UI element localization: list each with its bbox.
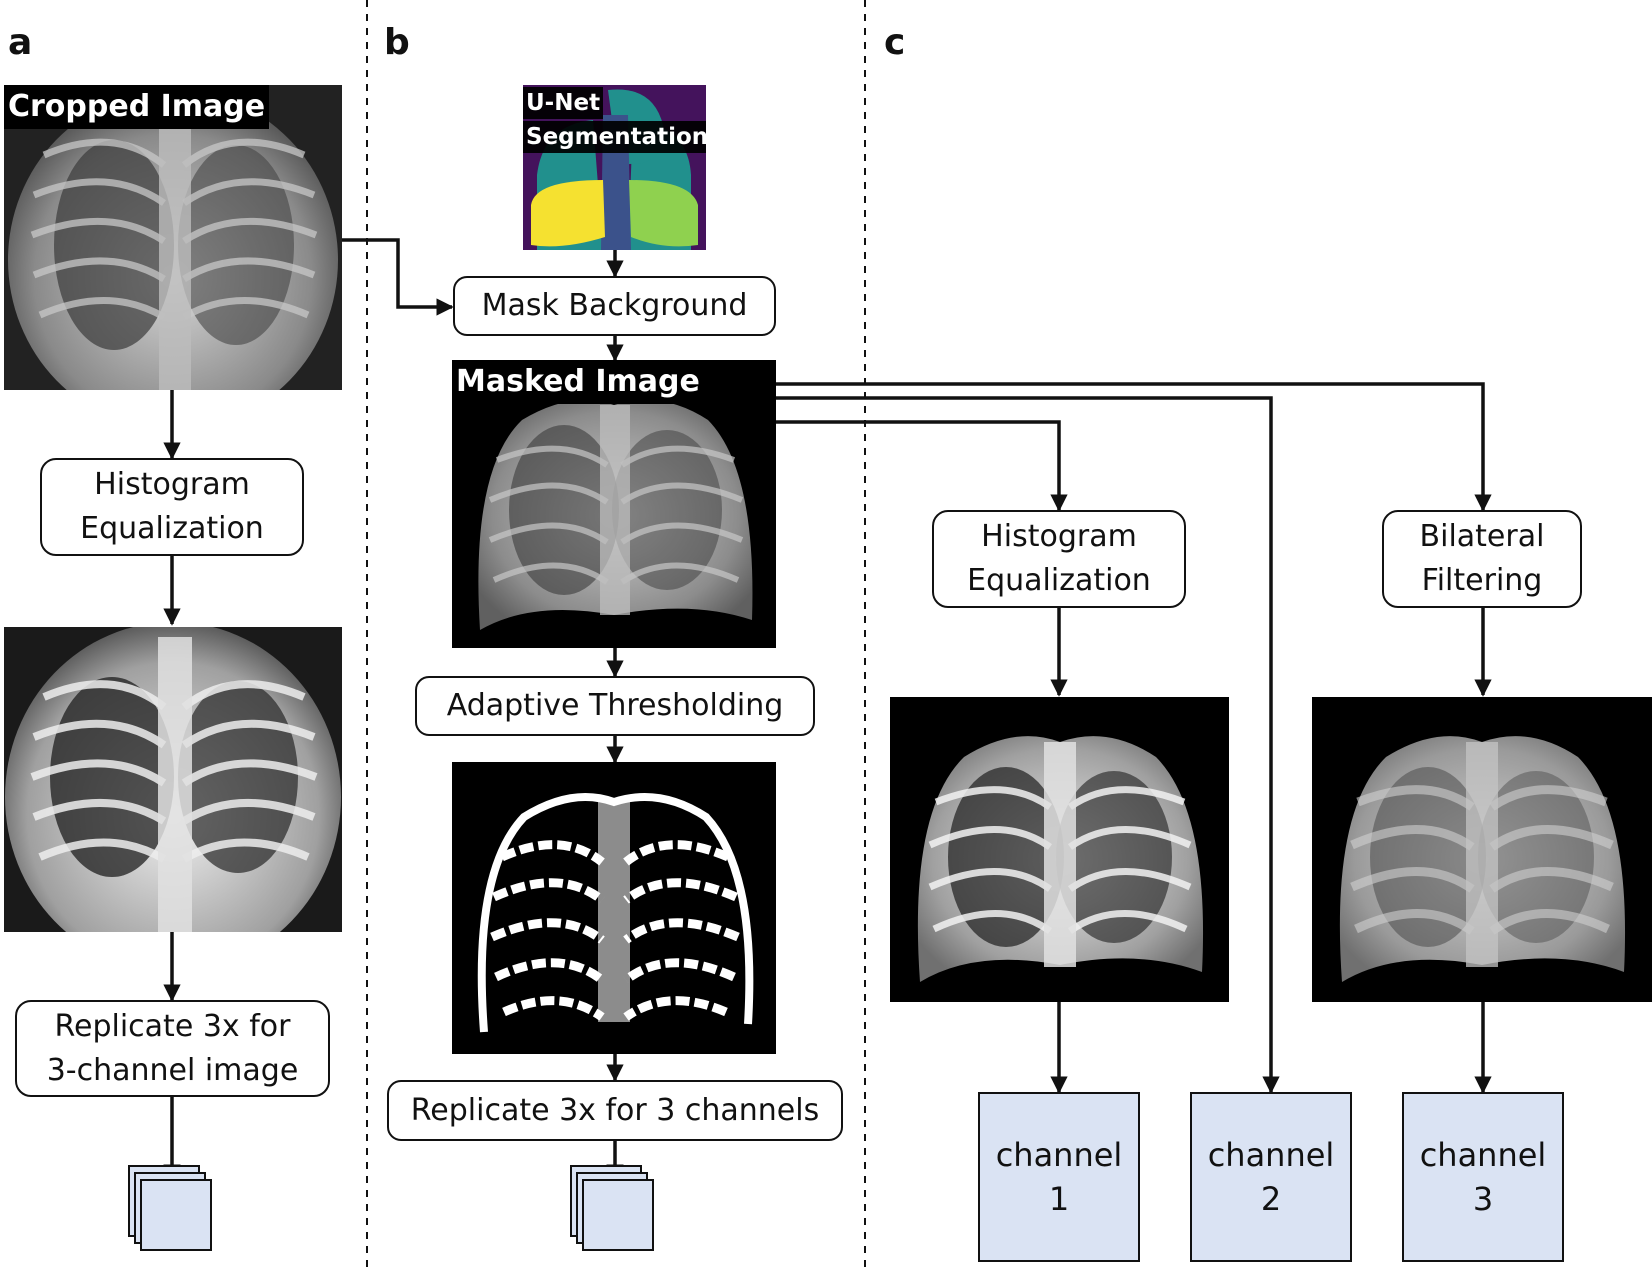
histogram-equalization-box-c: Histogram Equalization [932, 510, 1186, 608]
histogram-equalization-box-a: Histogram Equalization [40, 458, 304, 556]
three-channel-stack-b [570, 1165, 670, 1265]
replicate-box-b: Replicate 3x for 3 channels [387, 1080, 843, 1141]
arrow-masked-to-channel2 [776, 396, 1280, 1094]
unet-label-line-1: U-Net [523, 87, 604, 119]
thresholded-image [452, 762, 776, 1054]
unet-label-line-2: Segmentation [523, 121, 706, 153]
bilateral-filtering-box: Bilateral Filtering [1382, 510, 1582, 608]
panel-letter-b: b [384, 22, 410, 63]
masked-image-label: Masked Image [452, 360, 704, 404]
replicate-box-a: Replicate 3x for 3-channel image [15, 1000, 330, 1097]
three-channel-stack-a [128, 1165, 228, 1265]
panel-letter-a: a [8, 22, 33, 63]
adaptive-thresholding-box: Adaptive Thresholding [415, 676, 815, 736]
panel-letter-c: c [884, 22, 906, 63]
arrow-masked-to-bilateral [776, 382, 1492, 512]
arrow-cropped-to-mask [342, 238, 454, 316]
mask-background-box: Mask Background [453, 276, 776, 336]
bilateral-filtered-masked-image [1312, 697, 1652, 1002]
arrow-masked-to-histeq-c [776, 420, 1068, 512]
histogram-equalized-masked-image [890, 697, 1229, 1002]
channel-2-box: channel 2 [1190, 1092, 1352, 1262]
cropped-xray-image: Cropped Image [4, 85, 342, 390]
unet-segmentation-image: U-Net Segmentation [523, 85, 706, 250]
channel-3-box: channel 3 [1402, 1092, 1564, 1262]
equalized-xray-image [4, 627, 342, 932]
channel-1-box: channel 1 [978, 1092, 1140, 1262]
cropped-image-label: Cropped Image [4, 85, 270, 129]
masked-xray-image: Masked Image [452, 360, 776, 648]
